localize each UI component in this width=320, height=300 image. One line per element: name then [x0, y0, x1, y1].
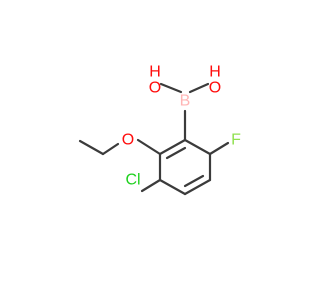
- bond-ring-6: [158, 138, 187, 156]
- hydroxyl-hydrogen-left: H: [149, 64, 161, 81]
- ether-oxygen-atom: O: [122, 132, 134, 149]
- bond-c-cl: [140, 178, 162, 193]
- bond-ring-3: [183, 178, 212, 196]
- boron-atom: B: [180, 93, 191, 110]
- hydroxyl-oxygen-left: O: [149, 80, 161, 97]
- bond-ring-3b: [183, 174, 205, 188]
- bond-o-ch2: [101, 142, 120, 156]
- bond-c-o-ether: [136, 138, 162, 156]
- bond-b-o-left: [159, 82, 183, 94]
- bond-ring-6b: [165, 146, 187, 160]
- bond-ring-1: [183, 138, 212, 156]
- molecule-structure: H O O H B O F Cl: [78, 64, 241, 196]
- bond-ring-4: [158, 178, 187, 196]
- hydroxyl-hydrogen-right: H: [209, 64, 221, 81]
- bond-c-f: [208, 141, 230, 156]
- fluorine-atom: F: [231, 132, 241, 149]
- structure-drawing: H O O H B O F Cl: [78, 64, 241, 196]
- bond-b-o-right: [188, 82, 210, 94]
- hydroxyl-oxygen-right: O: [209, 80, 221, 97]
- bond-ch2-ch3: [78, 139, 105, 156]
- chlorine-atom: Cl: [125, 172, 140, 189]
